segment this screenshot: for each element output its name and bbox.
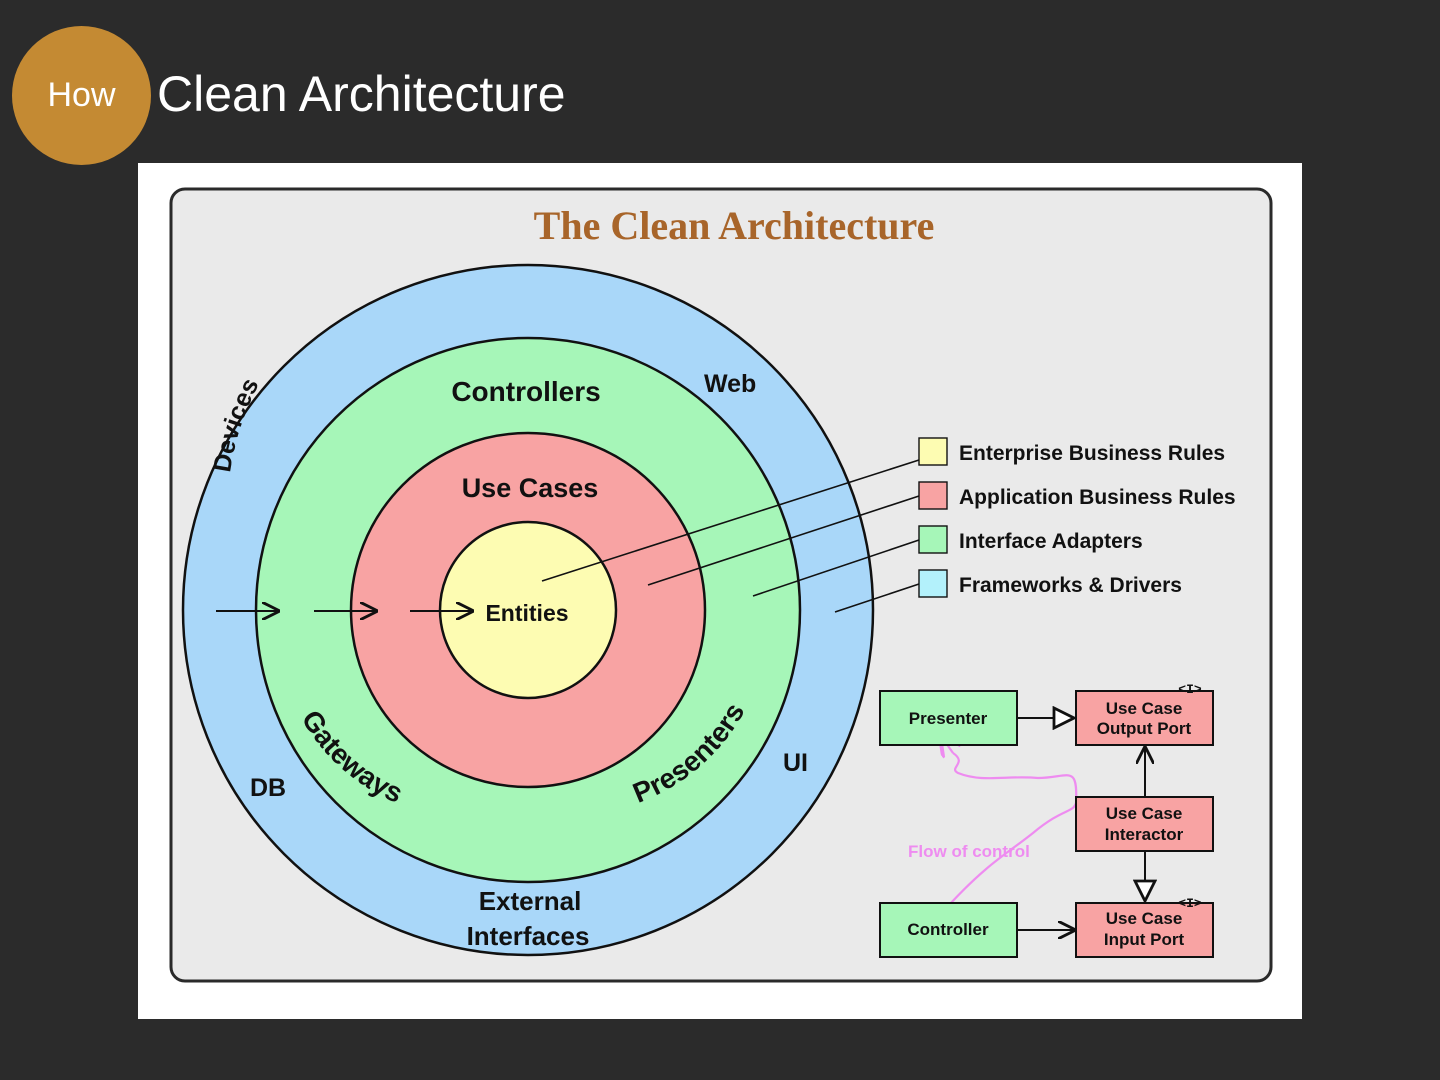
- interactor-box: [1075, 796, 1214, 852]
- section-badge: How: [12, 26, 151, 165]
- presenter-box: [879, 690, 1018, 746]
- legend-label-adapters: Interface Adapters: [959, 530, 1143, 553]
- input-port-interface-marker: <I>: [1178, 896, 1202, 911]
- input-port-box: [1075, 902, 1214, 958]
- legend-leader-application: [647, 495, 920, 586]
- legend-leader-enterprise: [541, 459, 920, 582]
- input-port-label-line2: Input Port: [1104, 930, 1185, 949]
- controller-box: [879, 902, 1018, 958]
- section-badge-label: How: [47, 76, 116, 114]
- output-port-label-line2: Output Port: [1097, 719, 1192, 738]
- legend-label-enterprise: Enterprise Business Rules: [959, 442, 1225, 465]
- legend-label-frameworks: Frameworks & Drivers: [959, 574, 1182, 597]
- legend-swatch-enterprise: [918, 437, 948, 466]
- flow-of-control-label: Flow of control: [908, 842, 1030, 861]
- flow-of-control-curve: [949, 752, 1078, 905]
- diagram-svg: The Clean Architecture Devices Web UI DB…: [169, 187, 1273, 983]
- legend-swatch-frameworks: [918, 569, 948, 598]
- output-port-label-line1: Use Case: [1106, 699, 1183, 718]
- legend-swatch-adapters: [918, 525, 948, 554]
- controller-label: Controller: [907, 920, 989, 939]
- presenter-label: Presenter: [909, 709, 988, 728]
- legend-leader-adapters: [752, 539, 920, 597]
- label-web: Web: [704, 370, 756, 398]
- interactor-label-line1: Use Case: [1106, 804, 1183, 823]
- label-external-line1: External: [479, 886, 582, 916]
- legend-swatch-application: [918, 481, 948, 510]
- slide-title: Clean Architecture: [157, 66, 566, 122]
- legend-label-application: Application Business Rules: [959, 486, 1236, 509]
- label-entities: Entities: [485, 600, 568, 626]
- output-port-box: [1075, 690, 1214, 746]
- label-db: DB: [250, 774, 286, 802]
- output-port-interface-marker: <I>: [1178, 682, 1202, 697]
- input-port-label-line1: Use Case: [1106, 909, 1183, 928]
- label-ui: UI: [783, 749, 808, 777]
- label-use-cases: Use Cases: [462, 473, 599, 503]
- legend: Enterprise Business Rules Application Bu…: [918, 437, 1236, 598]
- legend-leader-frameworks: [834, 583, 920, 613]
- clean-architecture-diagram: The Clean Architecture Devices Web UI DB…: [138, 163, 1302, 1019]
- flow-of-control-diagram: Flow of control Presenter Use Case Outpu…: [879, 682, 1214, 958]
- label-external-line2: Interfaces: [467, 921, 590, 951]
- diagram-heading: The Clean Architecture: [534, 203, 935, 248]
- label-controllers: Controllers: [451, 376, 600, 407]
- interactor-label-line2: Interactor: [1105, 825, 1184, 844]
